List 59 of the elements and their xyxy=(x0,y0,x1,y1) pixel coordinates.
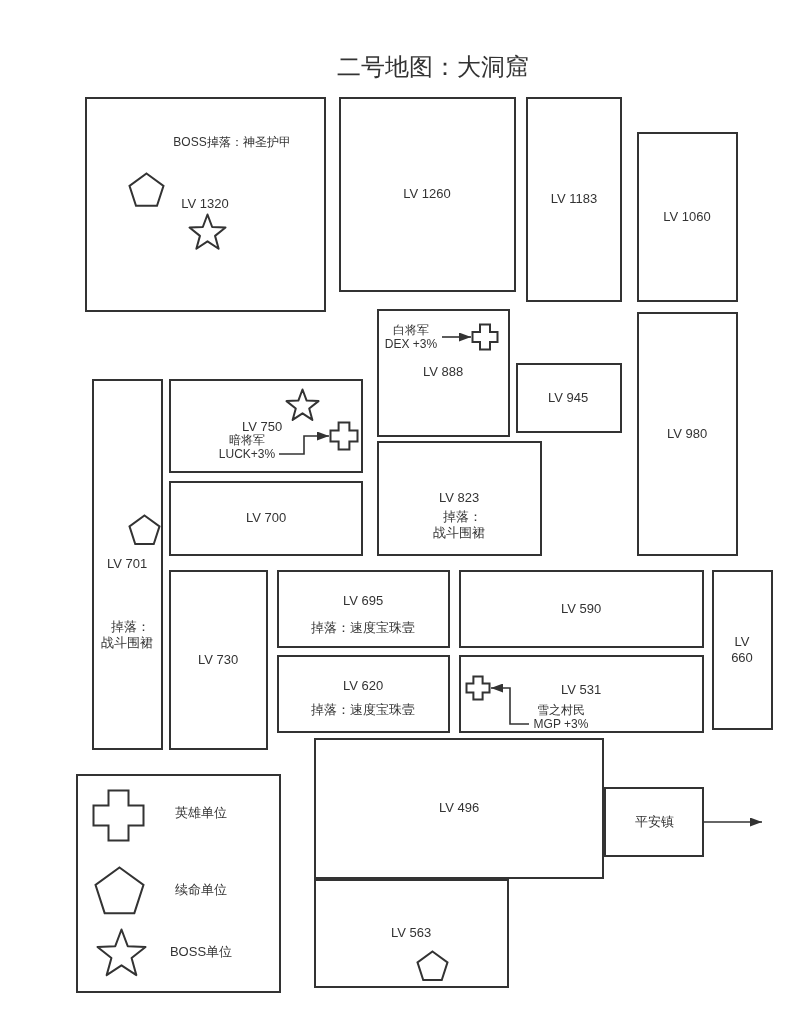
unit-note: 雪之村民 MGP +3% xyxy=(529,703,593,731)
zone-box xyxy=(637,132,738,302)
unit-note: 暗将军 LUCK+3% xyxy=(215,433,279,461)
zone-box xyxy=(377,441,542,556)
level-label: LV 945 xyxy=(547,390,589,406)
zone-box xyxy=(459,655,704,733)
legend-label: BOSS单位 xyxy=(169,944,233,960)
zone-box xyxy=(712,570,773,730)
drop-label: BOSS掉落：神圣护甲 xyxy=(173,134,291,150)
level-label: LV 823 xyxy=(438,490,480,506)
level-label: LV 563 xyxy=(390,925,432,941)
zone-box xyxy=(459,570,704,648)
zone-box xyxy=(637,312,738,556)
level-label: LV 496 xyxy=(438,800,480,816)
zone-box xyxy=(169,481,363,556)
town-label: 平安镇 xyxy=(634,814,674,830)
level-label: LV 980 xyxy=(666,426,708,442)
map-title: 二号地图：大洞窟 xyxy=(337,52,529,82)
leader-arrow xyxy=(441,332,472,342)
cross-icon xyxy=(329,421,359,451)
zone-box xyxy=(92,379,163,750)
level-label: LV 701 xyxy=(106,556,148,572)
level-label: LV 730 xyxy=(197,652,239,668)
unit-note: 白将军 DEX +3% xyxy=(380,323,442,351)
drop-label: 掉落：速度宝珠壹 xyxy=(311,702,415,718)
zone-box xyxy=(277,655,450,733)
zone-box xyxy=(314,738,604,879)
zone-box xyxy=(516,363,622,433)
level-label: LV 695 xyxy=(342,593,384,609)
leader-arrow xyxy=(490,683,530,725)
zone-box xyxy=(169,570,268,750)
level-label: LV 531 xyxy=(560,682,602,698)
level-label: LV 1260 xyxy=(403,186,451,202)
drop-label: 掉落：战斗围裙 xyxy=(100,619,154,651)
zone-box xyxy=(85,97,326,312)
level-label: LV 1320 xyxy=(181,196,229,212)
level-label: LV 620 xyxy=(342,678,384,694)
town-box xyxy=(604,787,704,857)
cross-icon xyxy=(465,675,491,701)
level-label: LV 1183 xyxy=(550,191,598,207)
legend-label: 英雄单位 xyxy=(175,805,227,821)
exit-arrow xyxy=(703,817,763,827)
level-label: LV 700 xyxy=(245,510,287,526)
zone-box xyxy=(526,97,622,302)
zone-box xyxy=(277,570,450,648)
zone-box xyxy=(339,97,516,292)
zone-box xyxy=(169,379,363,473)
level-label: LV 660 xyxy=(730,634,754,666)
drop-label: 掉落：速度宝珠壹 xyxy=(311,620,415,636)
level-label: LV 888 xyxy=(422,364,464,380)
leader-arrow xyxy=(278,431,330,455)
drop-label: 掉落：战斗围裙 xyxy=(432,509,486,541)
level-label: LV 750 xyxy=(241,419,283,434)
zone-box xyxy=(314,879,509,988)
zone-box xyxy=(377,309,510,437)
level-label: LV 1060 xyxy=(663,209,711,225)
cross-icon xyxy=(471,323,499,351)
legend-label: 续命单位 xyxy=(175,882,227,898)
level-label: LV 590 xyxy=(560,601,602,617)
